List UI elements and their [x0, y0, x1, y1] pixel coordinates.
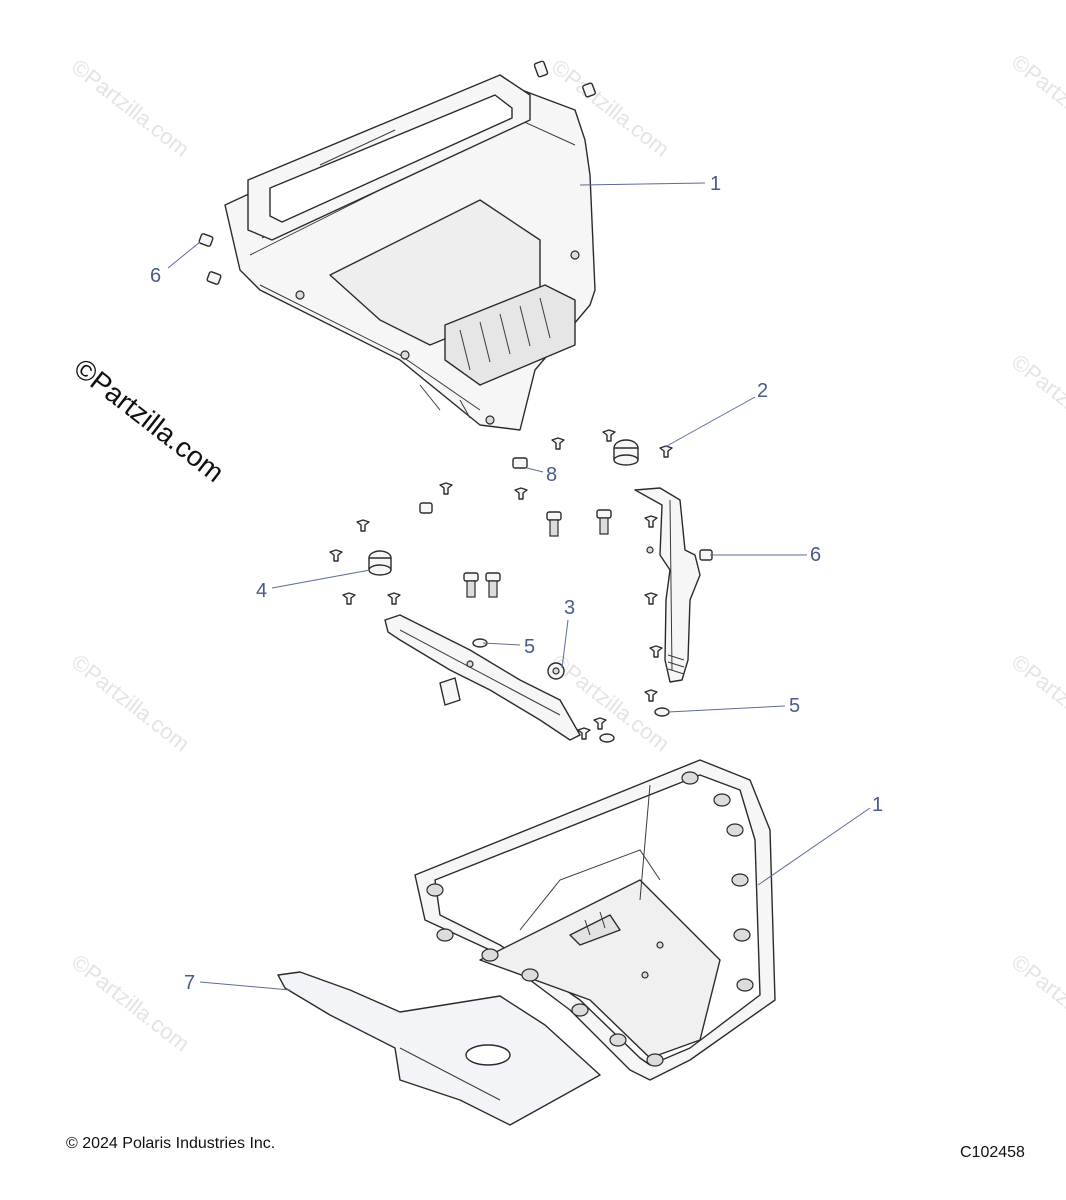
watermark-faint: ©Partzilla.com [1007, 349, 1066, 456]
diagram-code: C102458 [960, 1144, 1025, 1161]
watermark-faint: ©Partzilla.com [1007, 649, 1066, 756]
watermark-faint: ©Partzilla.com [1007, 49, 1066, 156]
watermark-faint: ©Partzilla.com [67, 54, 194, 161]
watermark-main: ©Partzilla.com [68, 352, 230, 488]
screws [419, 457, 612, 598]
watermark-faint: ©Partzilla.com [67, 649, 194, 756]
upper-clips [198, 60, 596, 285]
callout-5-right: 5 [789, 695, 800, 717]
copyright-notice: © 2024 Polaris Industries Inc. [66, 1135, 276, 1152]
lower-storage-bin [414, 759, 776, 1081]
callout-2: 2 [757, 380, 768, 402]
callout-8: 8 [546, 464, 557, 486]
bin-mat [277, 971, 601, 1126]
watermark-faint: ©Partzilla.com [67, 949, 194, 1056]
callout-4: 4 [256, 580, 267, 602]
right-bracket [634, 487, 713, 683]
callout-6-right: 6 [810, 544, 821, 566]
callout-5-left: 5 [524, 636, 535, 658]
callout-1-upper: 1 [710, 173, 721, 195]
callout-numbers: 1 2 3 4 5 5 6 6 7 8 1 [150, 173, 883, 994]
upper-storage-bin [224, 74, 596, 431]
leader-lines [167, 182, 871, 991]
callout-3: 3 [564, 597, 575, 619]
hardware-fasteners [329, 429, 673, 743]
left-bracket [384, 614, 581, 741]
callout-7: 7 [184, 972, 195, 994]
watermark-faint: ©Partzilla.com [1007, 949, 1066, 1056]
callout-1-lower: 1 [872, 794, 883, 816]
callout-6-left: 6 [150, 265, 161, 287]
